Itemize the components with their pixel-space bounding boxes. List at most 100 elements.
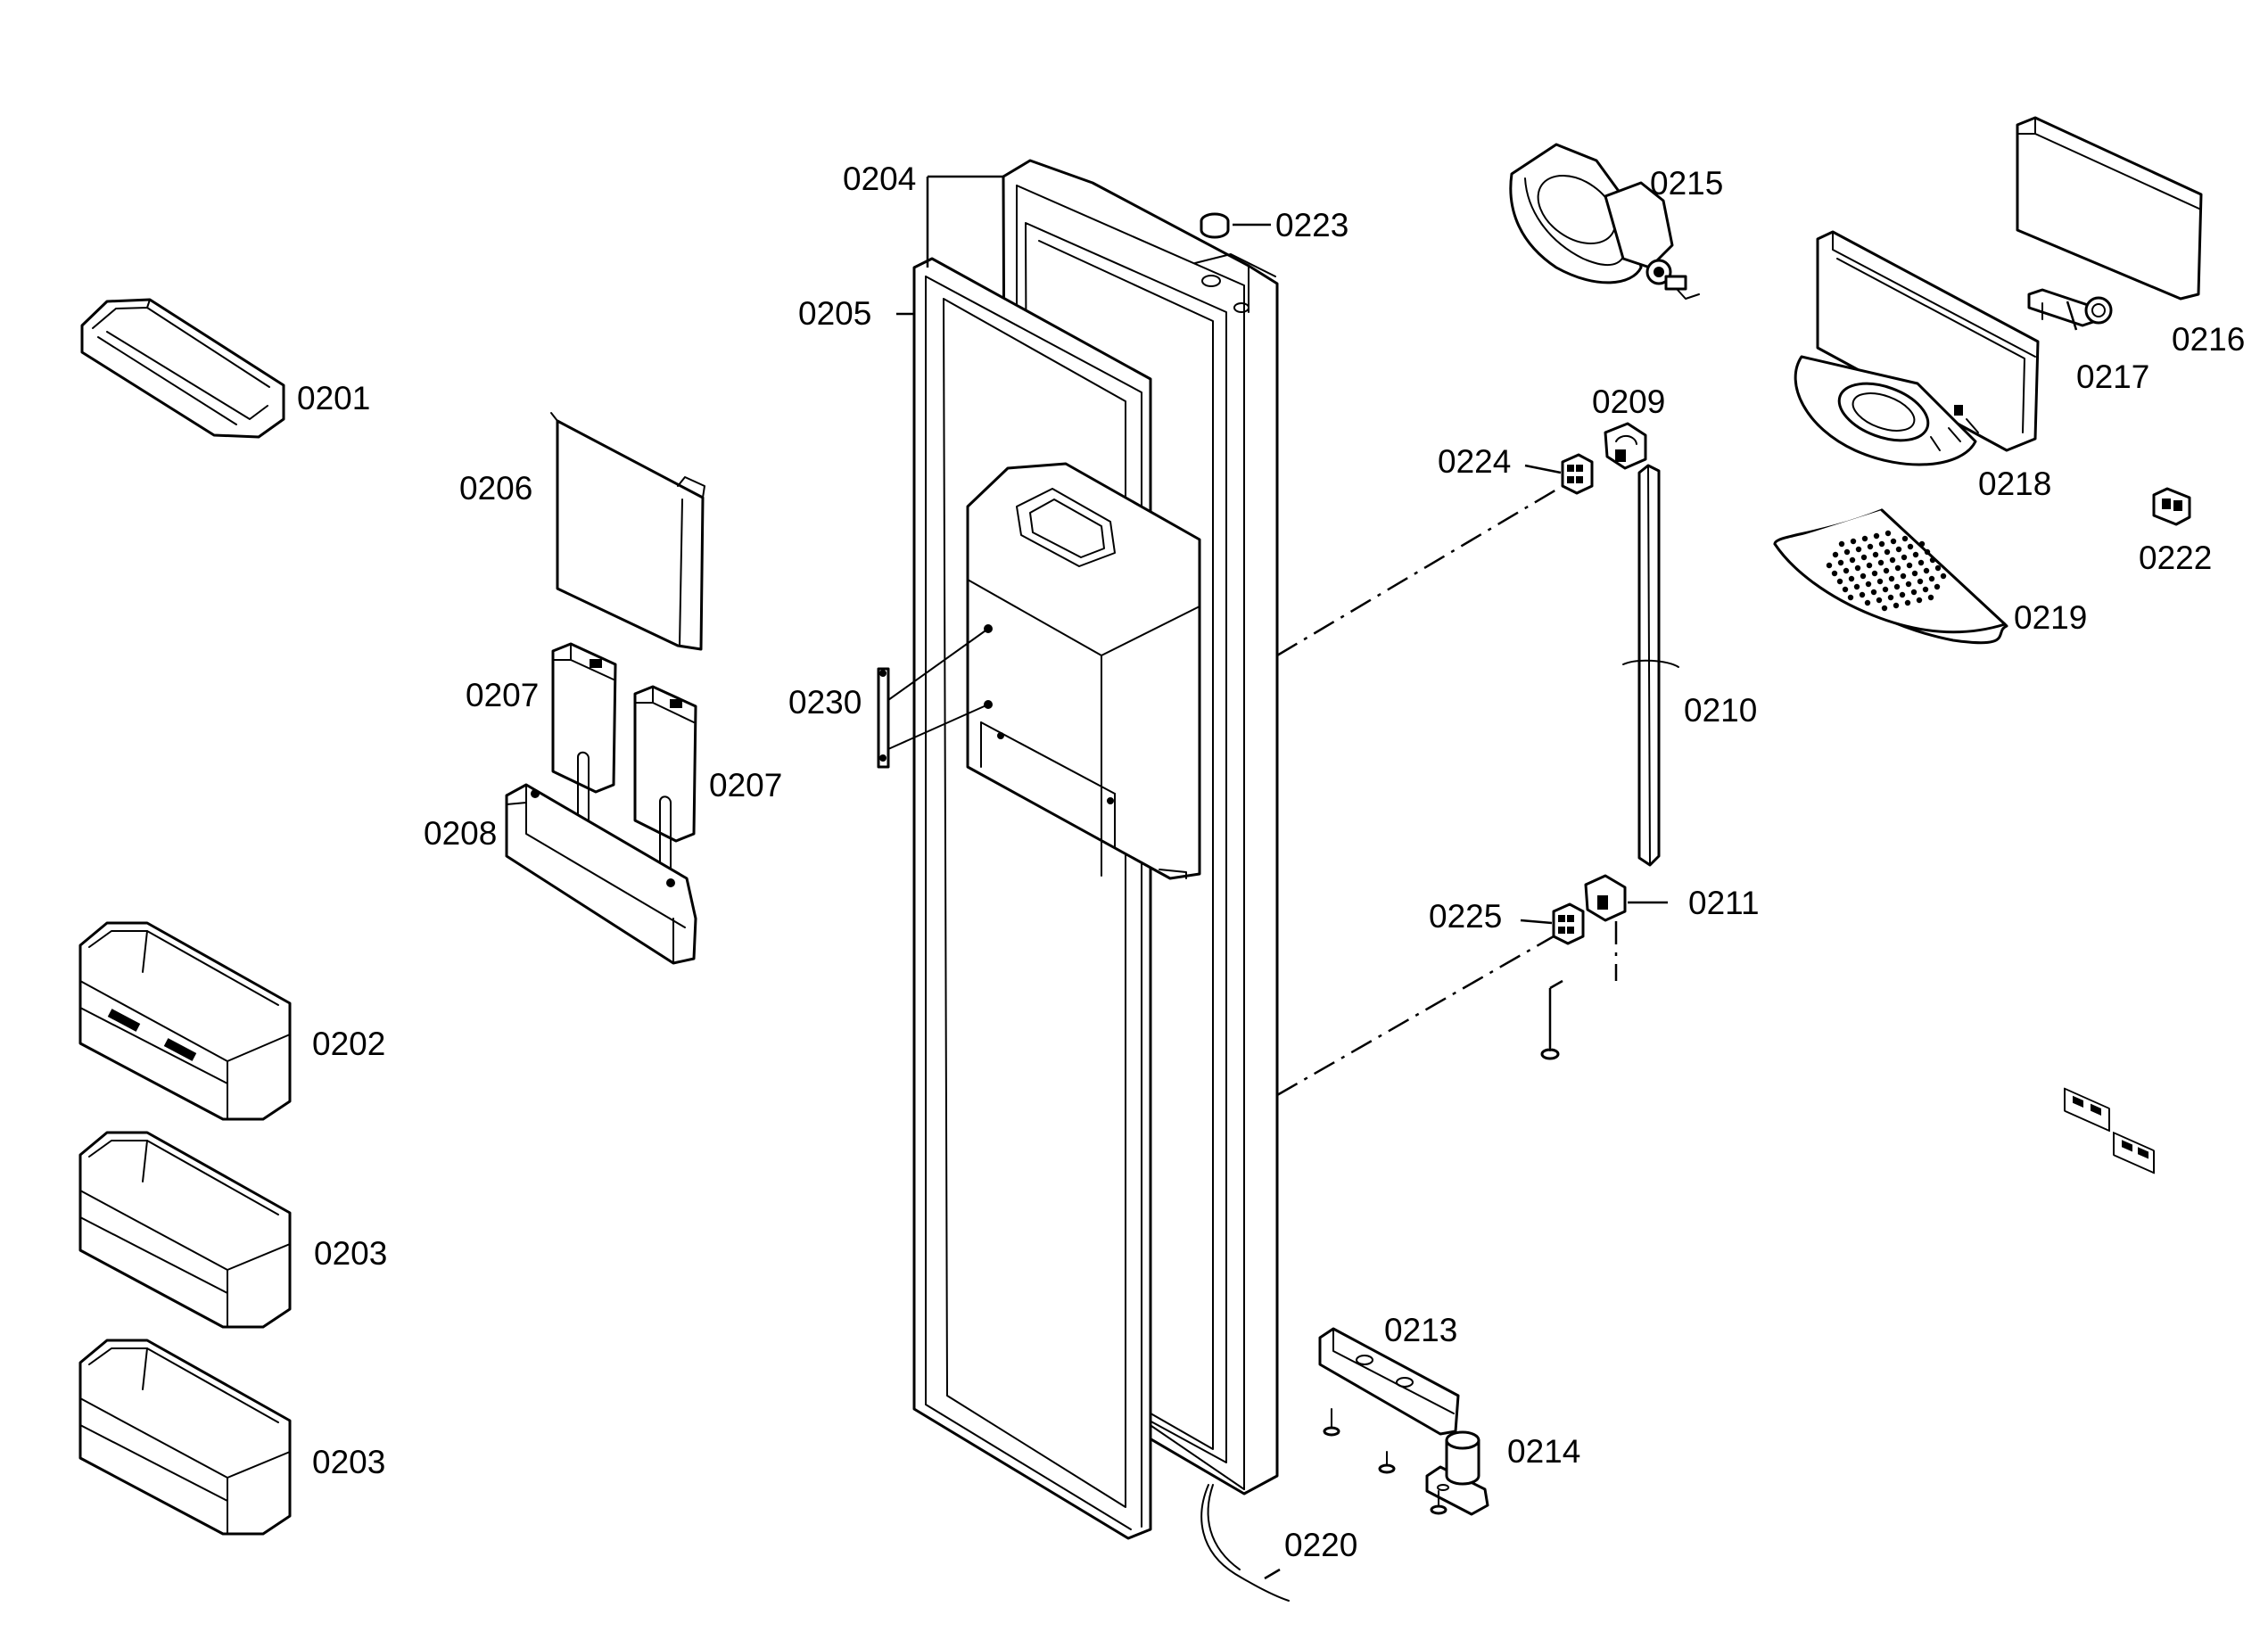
part-0218-bracket [1794,230,2040,466]
grille-hole [1855,546,1862,553]
grille-hole [1849,556,1856,564]
grille-hole [1848,575,1855,582]
grille-hole [1860,573,1867,580]
callout-0222: 0222 [2139,540,2212,576]
grille-hole [1918,540,1926,548]
grille-hole [1887,594,1894,601]
grille-hole [1853,583,1860,590]
callout-0201: 0201 [297,380,370,416]
grille-hole [1929,556,1936,564]
grille-hole [1866,562,1873,569]
part-0207-block-a [551,642,617,829]
callout-0230: 0230 [788,684,862,721]
assembly-lines [1276,484,1618,1097]
callout-0217: 0217 [2076,358,2149,395]
grille-hole [1838,540,1845,548]
grille-hole [1861,535,1868,542]
grille-hole [1894,564,1901,572]
grille-hole [1877,559,1885,566]
part-0207-block-b [633,685,697,874]
grille-hole [1881,605,1888,612]
grille-hole [1867,543,1874,550]
grille-hole [1872,551,1879,558]
grille-hole [1876,578,1884,585]
part-0230-strip [877,628,989,769]
part-0225-clip [1552,902,1585,945]
part-0208-tray [505,783,697,965]
grille-hole [1916,597,1923,604]
grille-hole [1843,548,1851,556]
grille-hole [1832,551,1839,558]
part-0222-switch [2152,487,2191,526]
grille-hole [1927,594,1934,601]
grille-hole [1843,567,1850,574]
grille-hole [1826,562,1833,569]
grille-hole [1901,535,1909,542]
grille-hole [1923,567,1930,574]
callout-0210: 0210 [1684,692,1757,729]
grille-hole [1906,562,1913,569]
part-0210-handle [1622,464,1679,867]
grille-hole [1934,583,1941,590]
callout-0213: 0213 [1384,1312,1457,1348]
grille-hole [1836,578,1843,585]
grille-hole [1884,548,1891,556]
grille-hole [1885,530,1892,537]
dispenser-housing [966,462,1201,880]
grille-hole [1890,538,1897,545]
part-0215-motor [1509,143,1700,300]
grille-hole [1850,538,1857,545]
grille-hole [1928,575,1935,582]
callout-0215: 0215 [1650,165,1723,202]
grille-hole [1911,570,1918,577]
callout-0208: 0208 [424,815,497,852]
hinge-screws [1323,1408,1447,1515]
grille-hole [1831,570,1838,577]
grille-hole [1912,551,1919,558]
grille-hole [1871,570,1878,577]
grille-hole [1934,564,1942,572]
grille-hole [1837,559,1844,566]
grille-hole [1899,591,1906,598]
grille-hole [1901,554,1908,561]
grille-hole [1878,540,1885,548]
grille-hole [1893,583,1901,590]
part-0217-switch [2027,288,2113,327]
part-0211-cap [1584,874,1627,922]
callout-0219: 0219 [2014,599,2087,636]
grille-hole [1888,575,1895,582]
grille-hole [1895,546,1902,553]
grille-hole [1907,543,1914,550]
callout-0203a: 0203 [314,1235,387,1272]
callout-0205: 0205 [798,295,871,332]
grille-hole [1905,581,1912,588]
callout-0223: 0223 [1275,207,1348,243]
callout-0220: 0220 [1284,1527,1357,1563]
grille-hole [1883,567,1890,574]
grille-hole [1910,589,1917,596]
part-0209-cap [1604,422,1647,470]
part-0205-door-frame [912,257,1152,1540]
callout-0202: 0202 [312,1026,385,1062]
callout-0203b: 0203 [312,1444,385,1480]
screw-icon [1540,979,1563,1060]
part-0203-bin-b [78,1339,292,1536]
grille-hole [1924,548,1931,556]
callout-0214: 0214 [1507,1433,1580,1470]
part-0201-shelf [80,298,285,439]
grille-hole [1859,591,1866,598]
callout-0206: 0206 [459,470,532,507]
leader-lines [896,175,2078,1580]
part-0213-hinge-plate [1318,1327,1460,1436]
grille-hole [1865,581,1872,588]
grille-hole [1900,573,1907,580]
grille-hole [1854,564,1861,572]
part-0206-cover [550,412,705,651]
grille-hole [1904,599,1911,606]
callout-0216: 0216 [2172,321,2245,358]
grille-hole [1842,586,1849,593]
grille-hole [1873,532,1880,540]
part-0219-grille [1773,508,2008,645]
part-0224-clip [1561,453,1594,495]
